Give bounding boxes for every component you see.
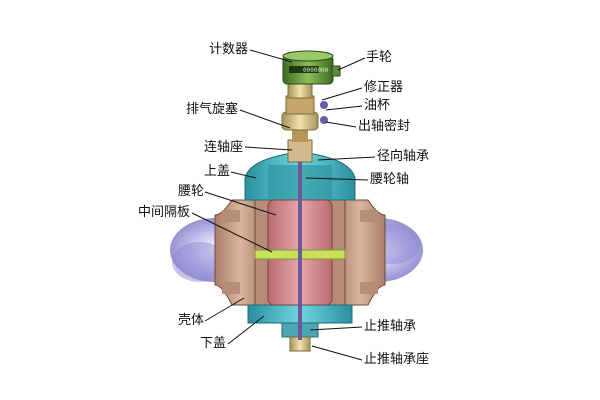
thrust-bearing-seat-label: 止推轴承座 bbox=[364, 352, 430, 367]
thrust-bearing-label: 止推轴承 bbox=[364, 319, 417, 334]
radial-bearing-label: 径向轴承 bbox=[377, 149, 430, 164]
upper-assembly bbox=[281, 81, 328, 163]
rotor-shaft-label: 腰轮轴 bbox=[370, 172, 410, 187]
counter-readout: 0000000 bbox=[303, 67, 329, 74]
housing-label: 壳体 bbox=[177, 313, 204, 328]
leader-lines bbox=[191, 49, 376, 361]
partition-label: 中间隔板 bbox=[137, 205, 190, 220]
handwheel-label: 手轮 bbox=[366, 50, 393, 65]
counter-head bbox=[282, 50, 341, 85]
corrector-label: 修正器 bbox=[364, 80, 404, 95]
oil-cup-label: 油杯 bbox=[364, 98, 391, 113]
lower-cover-label: 下盖 bbox=[199, 336, 226, 351]
rotor-label: 腰轮 bbox=[177, 184, 204, 199]
shaft-seal-label: 出轴密封 bbox=[358, 119, 411, 134]
upper-cover-label: 上盖 bbox=[203, 164, 230, 179]
coupling-seat-label: 连轴座 bbox=[203, 140, 243, 155]
rotor-part bbox=[254, 160, 346, 340]
counter-label: 计数器 bbox=[208, 42, 248, 57]
vent-plug-label: 排气旋塞 bbox=[185, 102, 238, 117]
